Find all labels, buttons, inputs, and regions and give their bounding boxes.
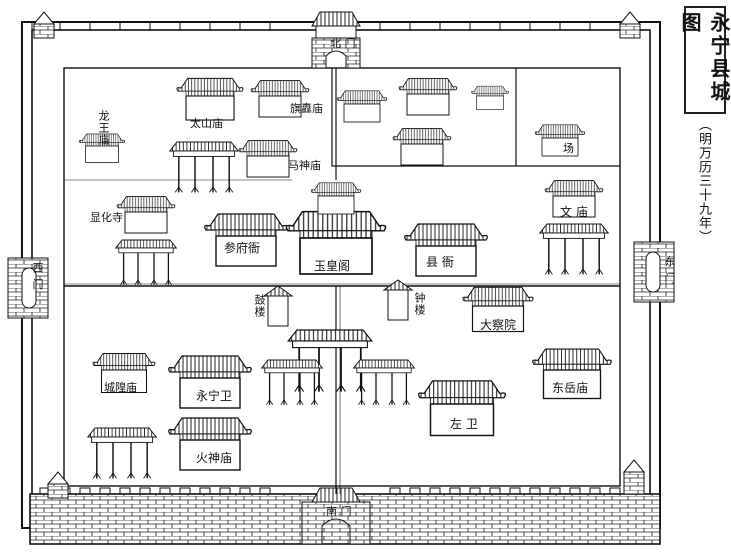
zuowei-label: 左 卫 [450, 417, 478, 431]
map-subtitle: （明万历三十九年） [696, 118, 711, 244]
mashen-temple-label: 马神庙 [288, 159, 321, 172]
xianhua-temple-label: 显化寺 [90, 211, 123, 224]
canfu-office [203, 213, 289, 267]
archway-1 [169, 141, 239, 194]
west-gate-label: 西 门 [31, 262, 44, 291]
archway-2 [114, 239, 178, 286]
canfu-office-label: 参府衙 [224, 241, 261, 255]
north-gate-label: 北 门 [330, 37, 356, 50]
drum-tower [262, 285, 294, 327]
chenghuang-temple-label: 城隍庙 [104, 381, 137, 394]
huoshen-temple-label: 火神庙 [196, 451, 233, 465]
south-gate [301, 487, 371, 545]
north-gate [311, 11, 361, 69]
yuhuang-pavilion-label: 玉皇阁 [314, 259, 351, 273]
yongning-wei-label: 永宁卫 [196, 389, 233, 403]
taishan-temple-label: 太山庙 [190, 117, 223, 130]
chang-label: 场 [563, 142, 574, 155]
east-gate-label: 东 门 [663, 256, 676, 285]
bell-tower-label: 钟楼 [413, 292, 426, 316]
city-wall [21, 11, 661, 545]
west-gate [7, 257, 49, 319]
right-archway [352, 359, 416, 406]
southwest-archway [87, 427, 157, 480]
dongyue-temple-label: 东岳庙 [552, 381, 589, 395]
wen-temple-archway [539, 223, 609, 276]
left-archway [260, 359, 324, 406]
qidu-temple-label: 旗纛庙 [290, 102, 323, 115]
map-title: 永宁县城图 [678, 12, 731, 104]
xianhua-temple [116, 196, 176, 234]
east-gate [633, 241, 675, 303]
map-title-box: 永宁县城图 [678, 6, 731, 114]
taishan-temple [176, 77, 244, 121]
wen-temple-label: 文 庙 [560, 205, 588, 219]
north-halls [336, 78, 586, 166]
longwang-temple-label: 龙王庙 [97, 110, 110, 146]
drum-tower-label: 鼓楼 [253, 294, 266, 318]
county-office-label: 县 衙 [426, 255, 454, 269]
chayuan-label: 大察院 [480, 318, 517, 332]
south-gate-label: 南 门 [326, 505, 352, 518]
bell-tower [382, 279, 414, 321]
streets [64, 68, 620, 494]
yuhuang-pavilion-top [310, 182, 362, 215]
